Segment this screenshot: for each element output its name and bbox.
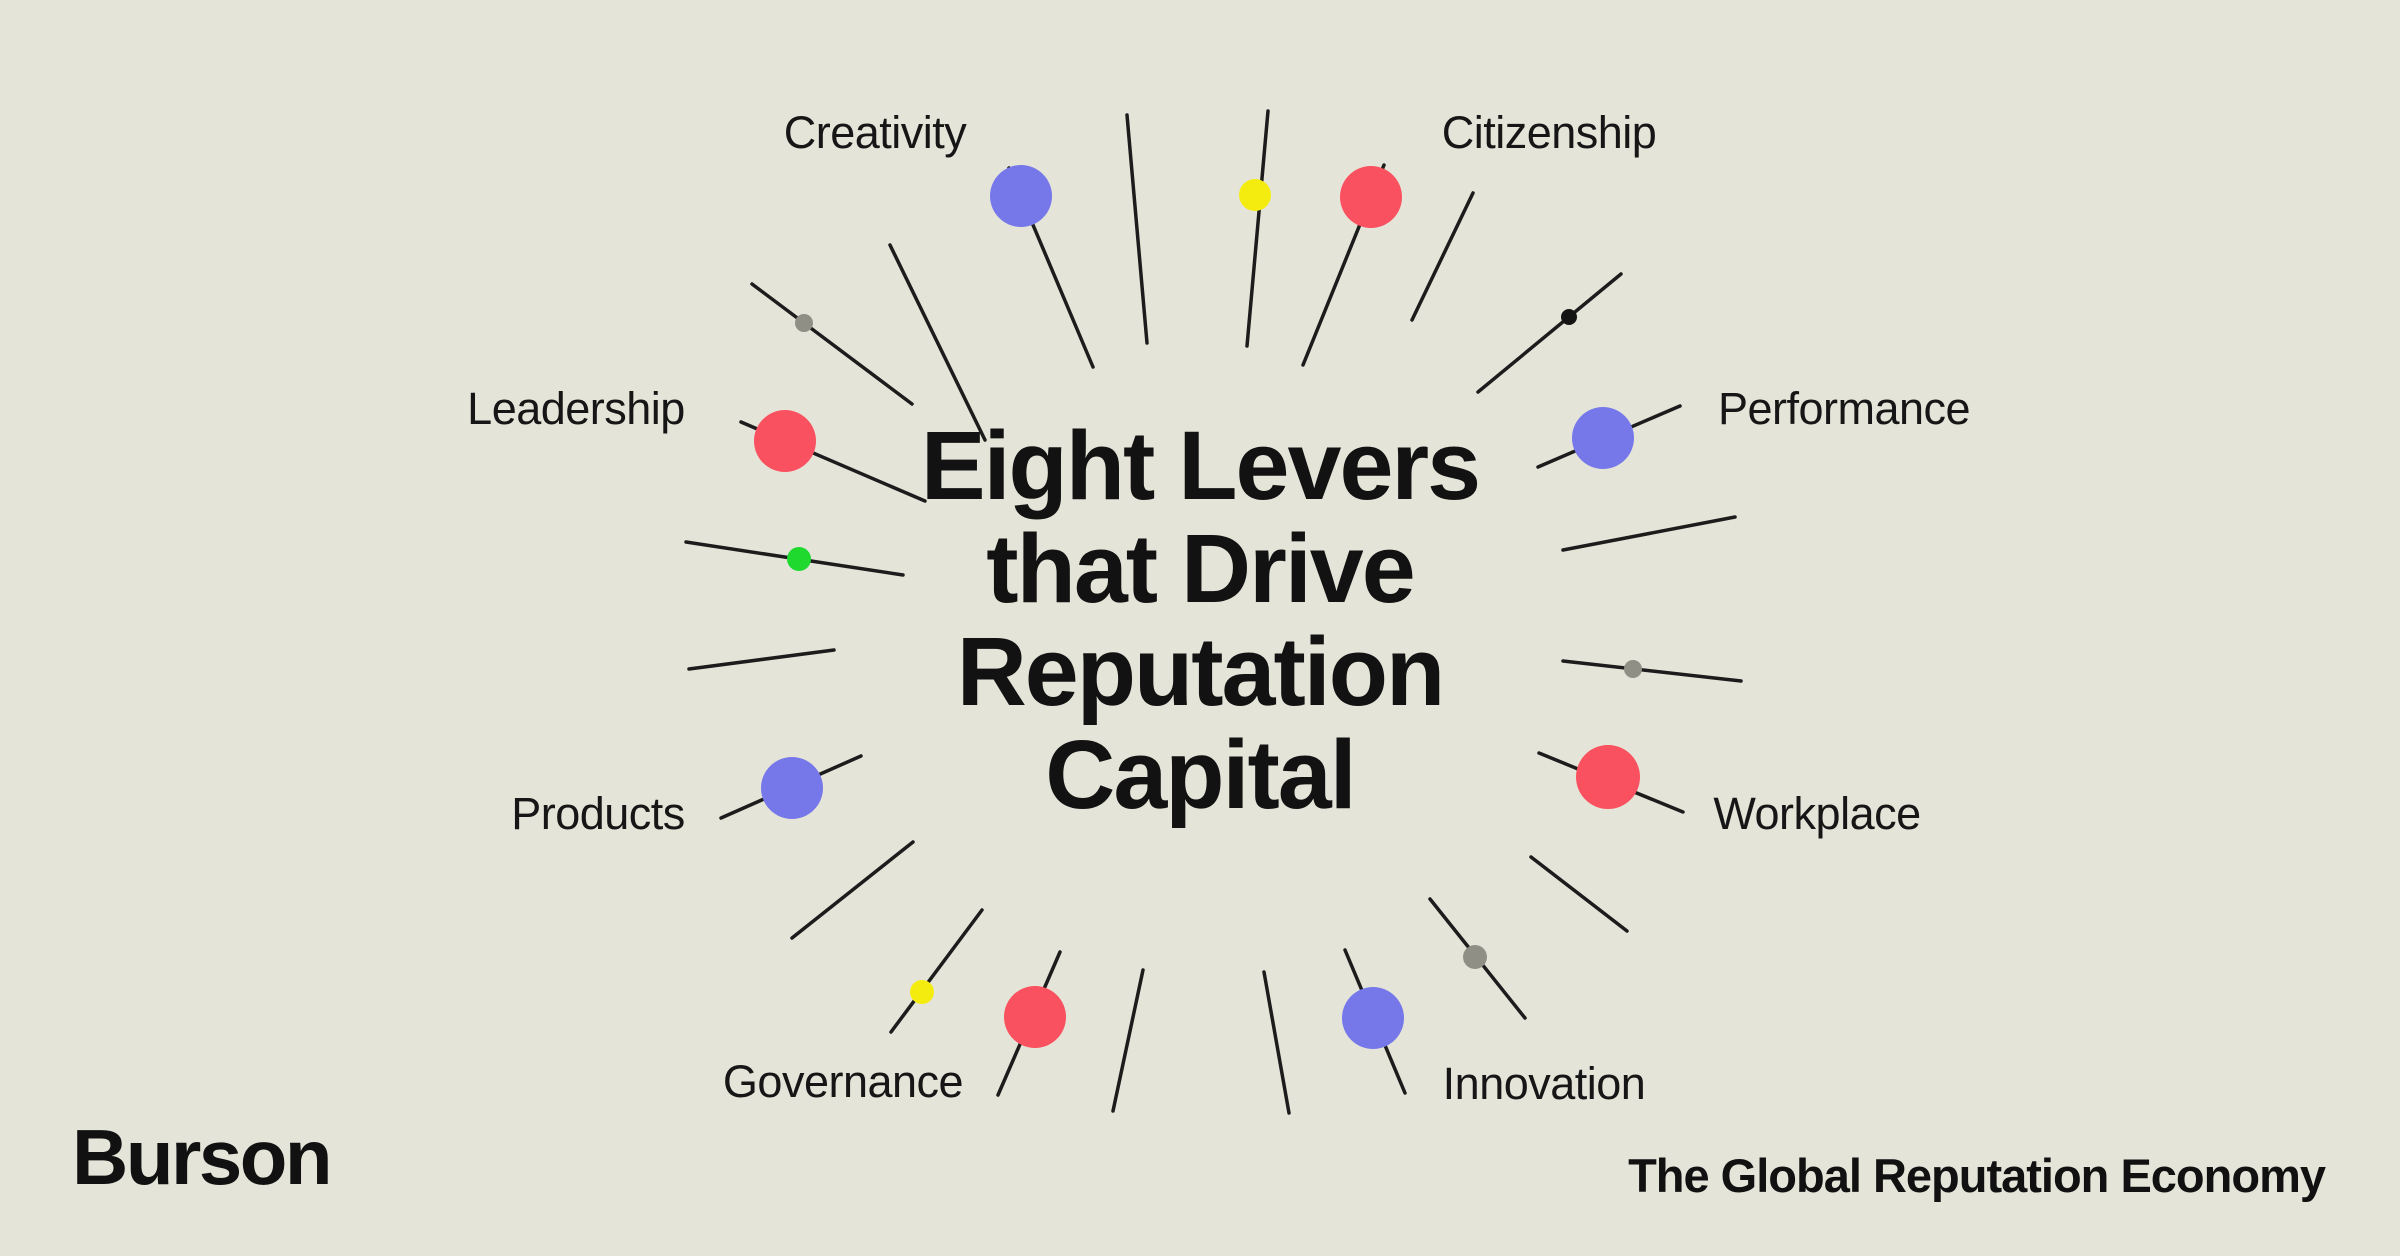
accent-dot-yellow-lower-left [910,980,934,1004]
accent-dot-green-left [787,547,811,571]
lever-label-citizenship: Citizenship [1441,107,1657,158]
tick-bottom-right [1262,970,1291,1115]
burson-logo: Burson [72,1113,333,1201]
accent-line-gray-right [1561,659,1743,683]
title-line-3: Reputation [956,617,1446,726]
accent-dot-black-upper-right [1561,309,1577,325]
lever-dot-citizenship [1340,166,1402,228]
accent-dot-yellow-top [1239,179,1271,211]
footer-tagline: The Global Reputation Economy [1628,1149,2326,1202]
lever-label-workplace: Workplace [1713,788,1921,839]
title-line-2: that Drive [986,514,1415,623]
accent-dot-gray-lower-right [1463,945,1487,969]
tick-top-center [1125,113,1149,345]
tick-left [687,648,836,671]
lever-label-leadership: Leadership [467,383,685,434]
accent-line-gray-upper-left [750,282,914,406]
lever-dot-leadership [754,410,816,472]
lever-dot-products [761,757,823,819]
lever-label-products: Products [511,788,685,839]
accent-dot-gray-upper-left [795,314,813,332]
lever-dot-creativity [990,165,1052,227]
accent-line-yellow-top [1245,109,1270,348]
tick-lower-right [1529,855,1629,933]
lever-label-creativity: Creativity [783,107,967,158]
lever-dot-innovation [1342,987,1404,1049]
lever-label-performance: Performance [1717,383,1971,434]
accent-line-black-upper-right [1476,272,1623,394]
lever-dot-workplace [1576,745,1640,809]
page-title: Eight Levers that Drive Reputation Capit… [920,411,1481,829]
lever-dot-governance [1004,986,1066,1048]
tick-right [1561,515,1737,552]
tick-lower-left [790,840,915,940]
lever-label-governance: Governance [722,1056,964,1107]
title-line-4: Capital [1045,720,1356,829]
lever-label-innovation: Innovation [1442,1058,1646,1109]
lever-dot-performance [1572,407,1634,469]
tick-upper-right [1410,191,1475,322]
tick-upper-left [888,243,987,442]
title-line-1: Eight Levers [920,411,1481,520]
accent-dot-gray-right [1624,660,1642,678]
accent-line-yellow-lower-left [889,908,984,1034]
tick-bottom-left [1111,968,1145,1113]
